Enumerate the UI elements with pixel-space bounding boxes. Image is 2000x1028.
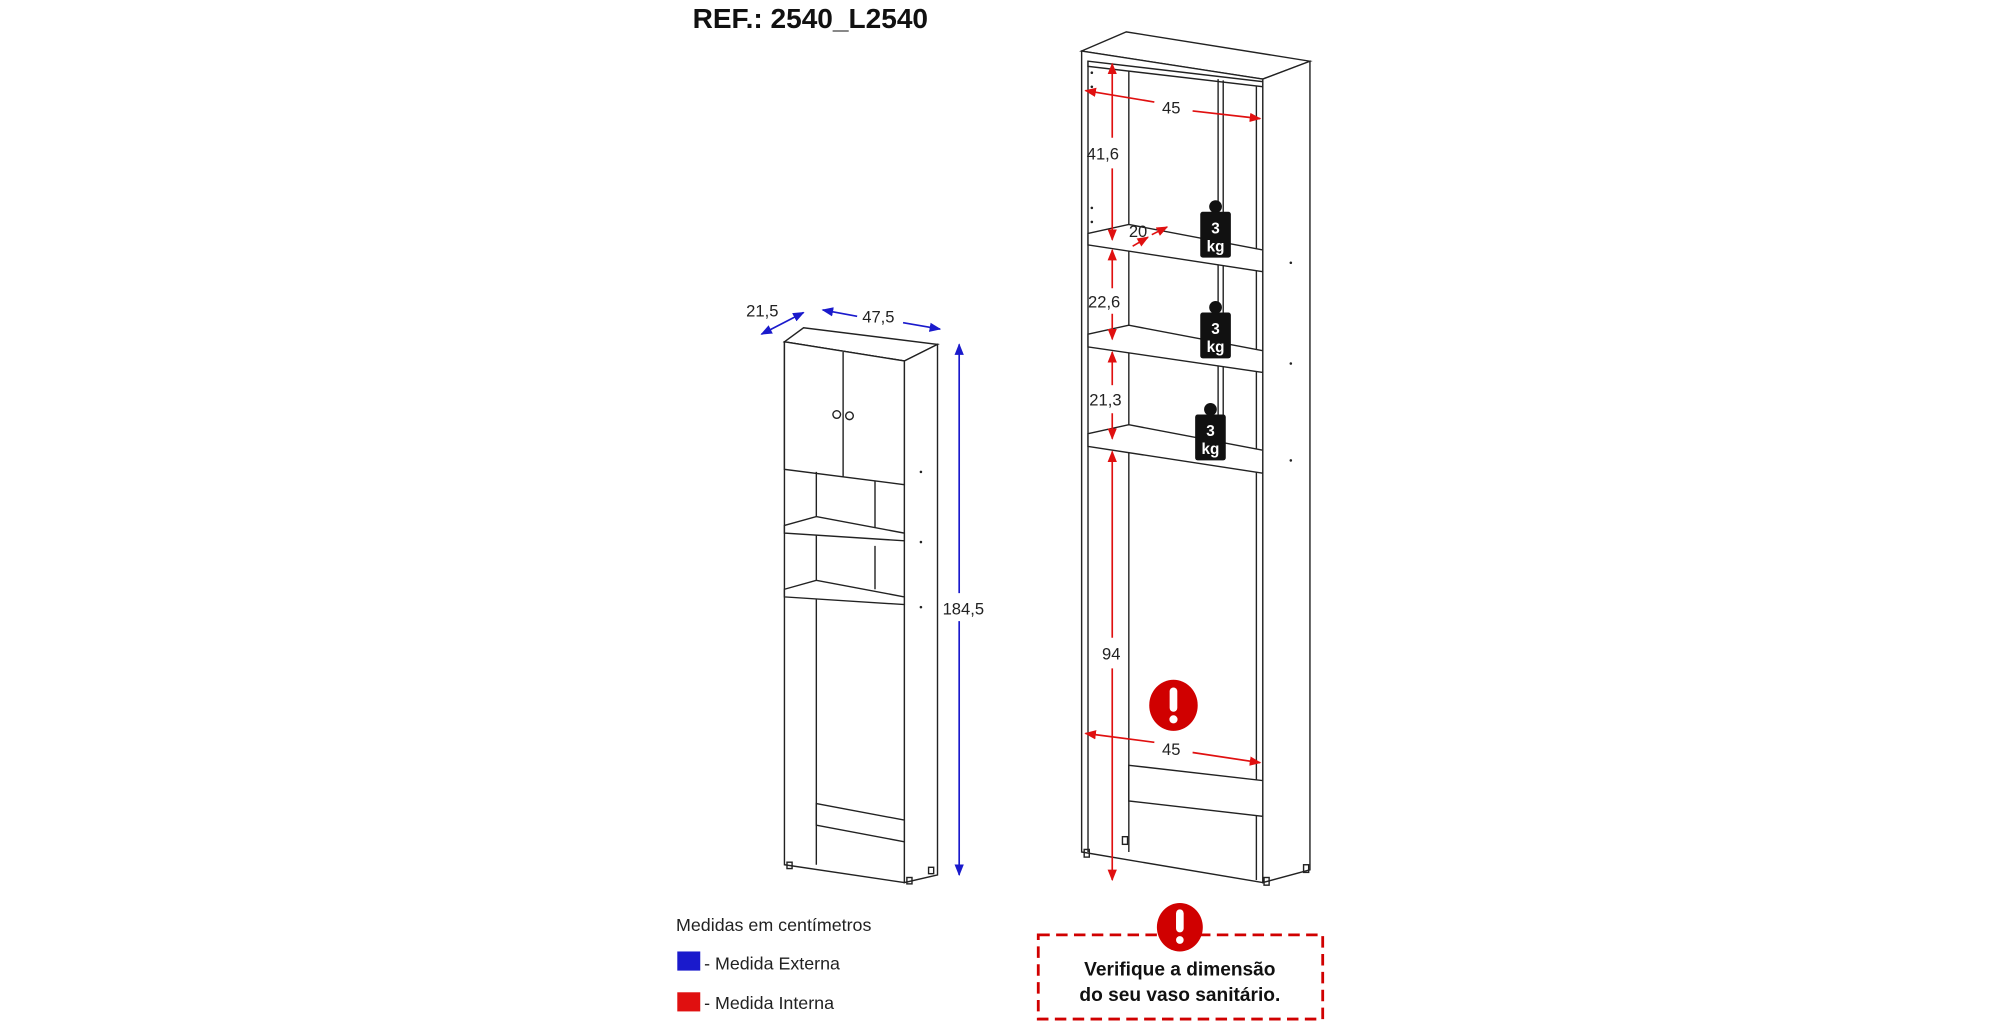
legend-title: Medidas em centímetros [676,915,871,935]
svg-text:3: 3 [1211,321,1220,338]
height-label: 184,5 [943,600,985,619]
lower-height-label: 21,3 [1089,391,1121,410]
bottom-opening-height-label: 94 [1102,644,1120,663]
svg-text:3: 3 [1211,220,1220,237]
weight-icon: 3 kg [1200,301,1231,359]
top-height-label: 41,6 [1087,144,1119,163]
door-knob [844,411,855,421]
bottom-width-label: 45 [1162,740,1180,759]
weight-icon: 3 kg [1195,403,1226,461]
middle-height-label: 22,6 [1088,292,1120,311]
door-knob [832,409,842,420]
weight-icon: 3 kg [1200,200,1231,258]
cabinet-closed-view [782,327,940,885]
top-width-label: 45 [1162,99,1180,118]
reference-title: REF.: 2540_L2540 [693,3,928,34]
svg-text:kg: kg [1202,441,1220,458]
internal-dimensions: 45 41,6 20 22,6 21,3 94 45 [1084,62,1262,882]
exclamation-icon [1149,679,1198,731]
cabinet-doors [783,340,906,486]
warning-box: Verifique a dimensão do seu vaso sanitár… [1036,903,1325,1021]
legend: Medidas em centímetros - Medida Externa … [676,915,871,1013]
depth-label: 21,5 [746,301,778,320]
legend-external-label: - Medida Externa [704,953,840,973]
svg-text:kg: kg [1207,238,1225,255]
warning-line-1: Verifique a dimensão [1084,960,1275,981]
external-dimensions: 21,5 47,5 184,5 [746,301,985,877]
cabinet-open-view [1079,31,1313,886]
legend-swatch-external [677,951,701,971]
warning-line-2: do seu vaso sanitário. [1079,985,1280,1006]
width-label: 47,5 [862,308,894,327]
shelf-depth-label: 20 [1129,222,1147,241]
legend-swatch-internal [677,992,701,1012]
legend-internal-label: - Medida Interna [704,993,834,1013]
svg-text:3: 3 [1206,423,1215,440]
svg-text:kg: kg [1207,339,1225,356]
